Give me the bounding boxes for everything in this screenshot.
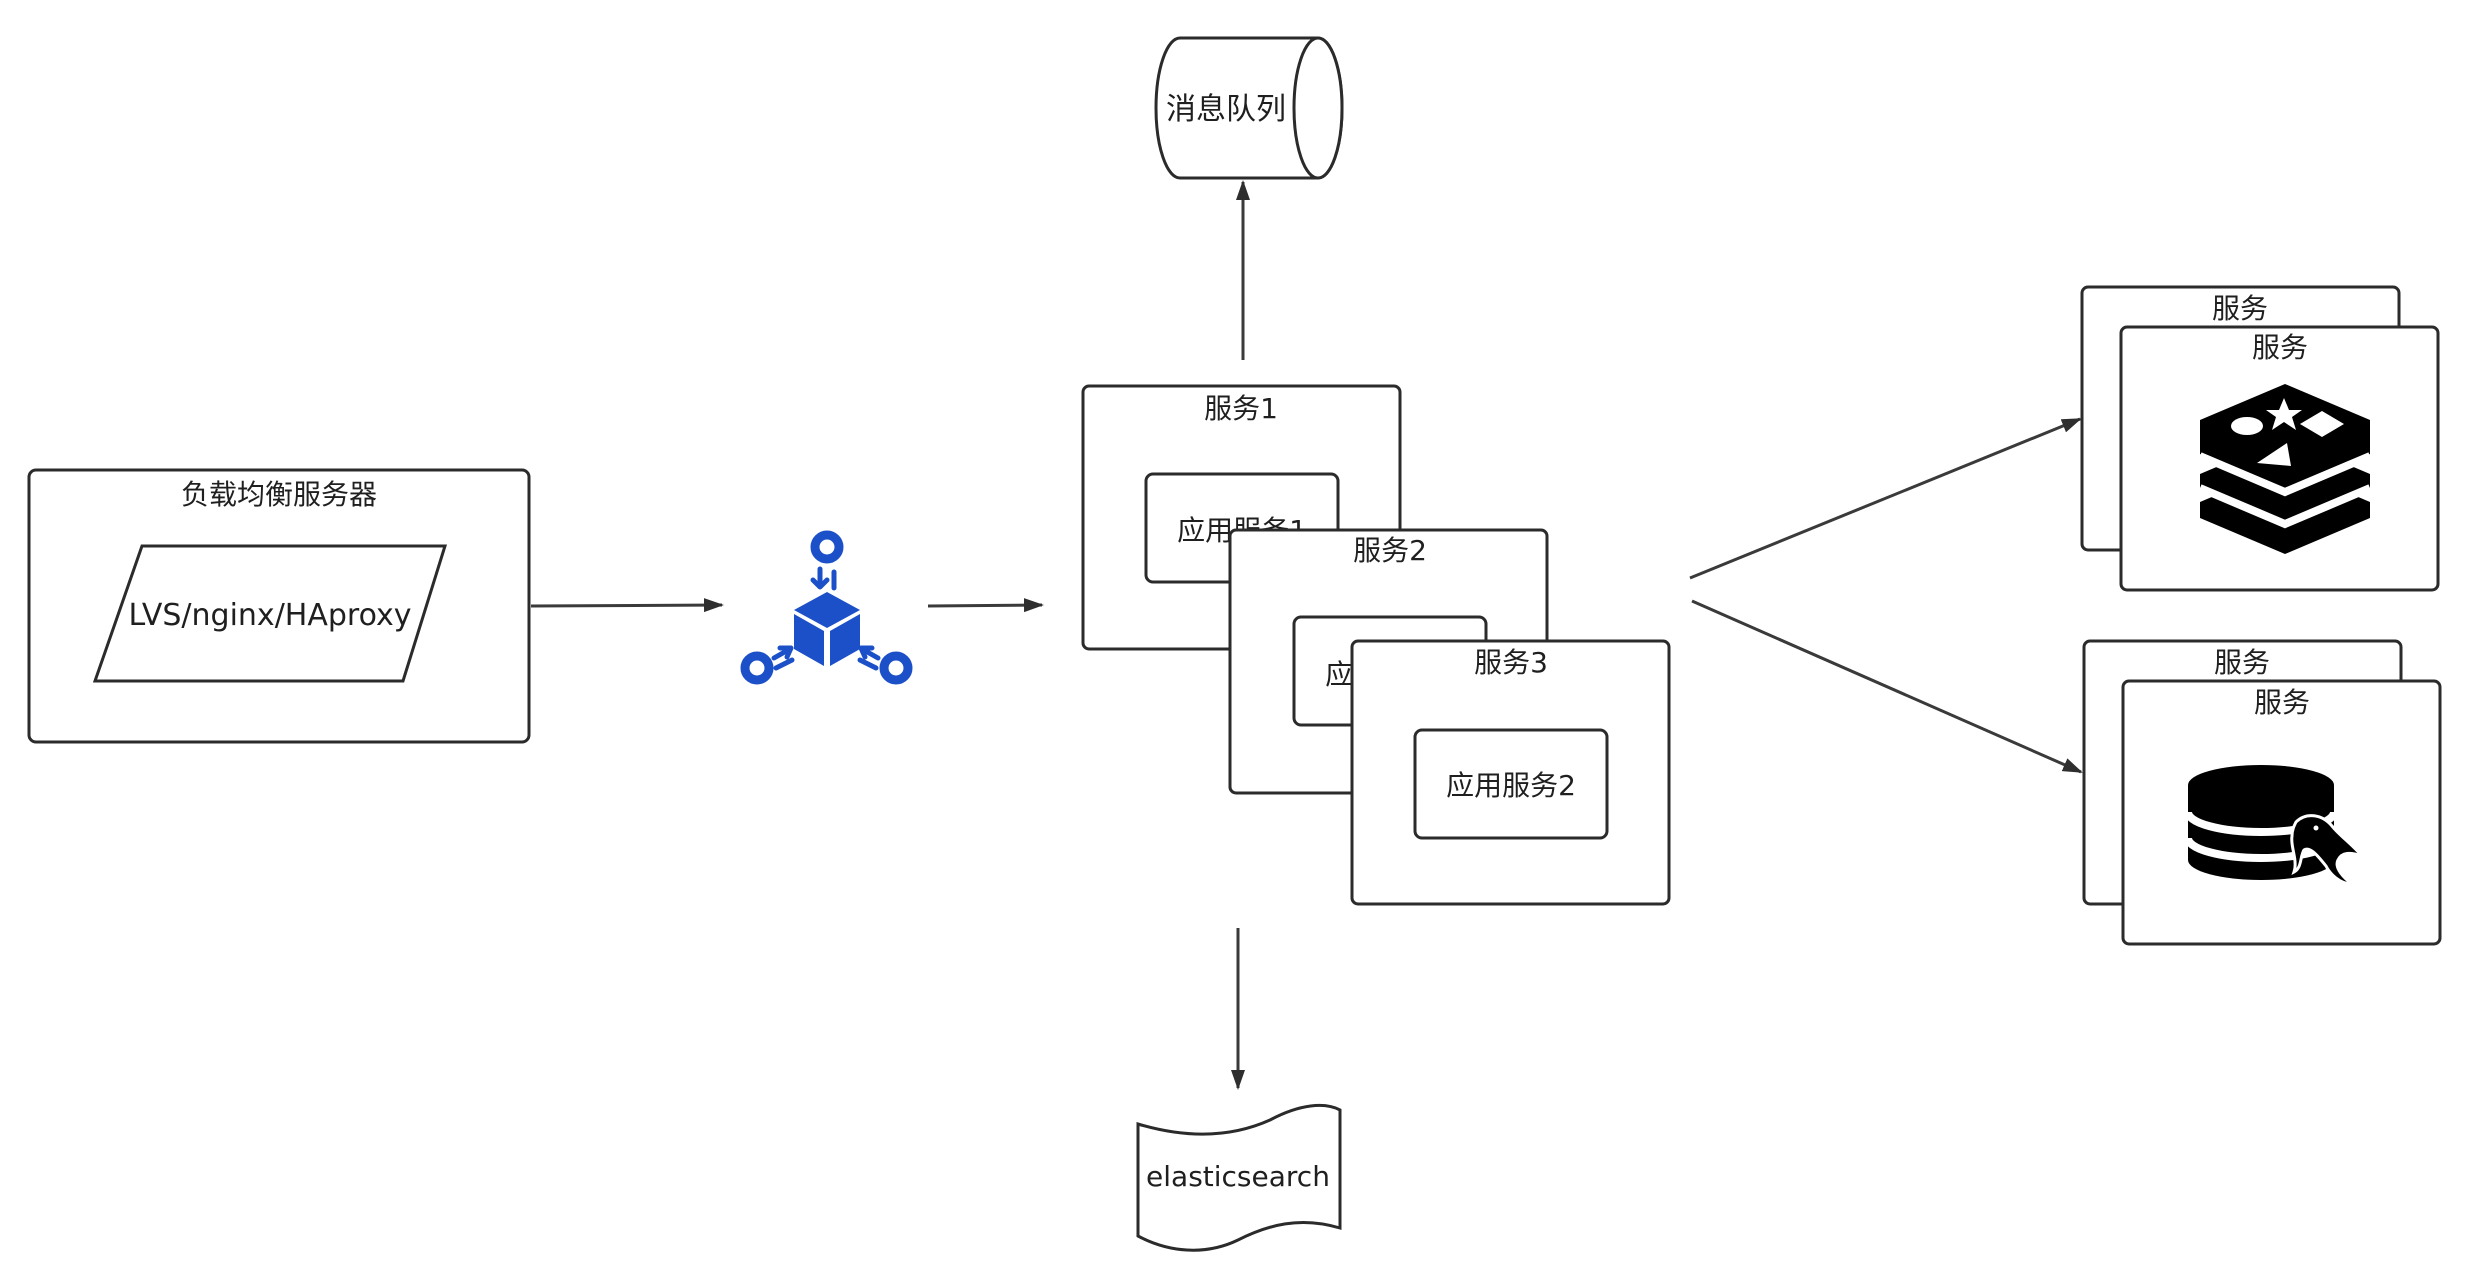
elasticsearch-label: elasticsearch (1146, 1160, 1330, 1193)
service1-title: 服务1 (1204, 392, 1278, 425)
elasticsearch-node[interactable]: elasticsearch (1136, 1103, 1342, 1252)
service3-app-label: 应用服务2 (1446, 769, 1576, 802)
kubernetes-pod-cube-icon (740, 530, 913, 685)
message-queue-node[interactable]: 消息队列 (1154, 36, 1344, 180)
arrow-gateway-to-services (927, 598, 1044, 613)
mysql-icon (2184, 765, 2367, 886)
redis-node[interactable]: 服务 服务 (2080, 285, 2440, 592)
load-balancer-group[interactable]: 负载均衡服务器 LVS/nginx/HAproxy (27, 468, 531, 744)
redis-front-title: 服务 (2252, 331, 2308, 364)
arrow-to-redis (1689, 417, 2082, 580)
service3-title: 服务3 (1474, 646, 1548, 679)
load-balancer-software-label: LVS/nginx/HAproxy (128, 598, 411, 633)
service3-node[interactable]: 服务3 应用服务2 (1350, 639, 1671, 906)
mysql-back-title: 服务 (2214, 646, 2270, 679)
redis-icon (2198, 384, 2372, 554)
message-queue-label: 消息队列 (1166, 92, 1286, 127)
redis-back-title: 服务 (2212, 292, 2268, 325)
service2-title: 服务2 (1353, 534, 1427, 567)
load-balancer-software-shape[interactable] (92, 544, 448, 683)
load-balancer-title: 负载均衡服务器 (181, 478, 377, 511)
mysql-front-title: 服务 (2254, 686, 2310, 719)
arrow-to-mysql (1691, 599, 2083, 774)
arrow-lb-to-gateway (530, 598, 724, 613)
mysql-node[interactable]: 服务 服务 (2082, 639, 2442, 946)
service3-app-box[interactable] (1413, 728, 1609, 840)
